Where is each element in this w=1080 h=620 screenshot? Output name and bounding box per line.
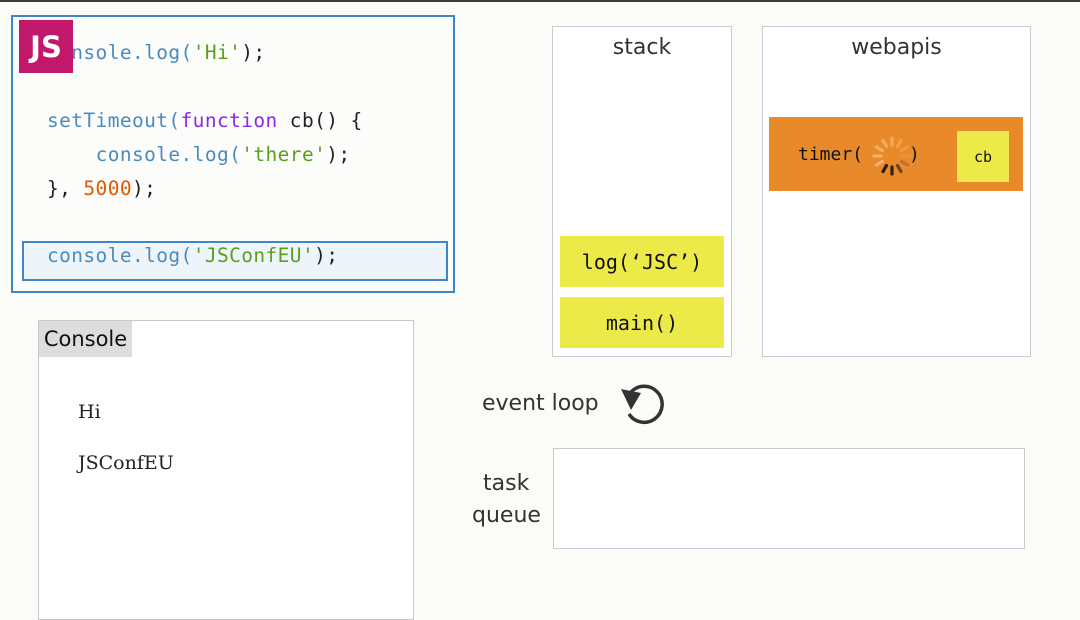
webapis-panel: webapis <box>762 26 1031 357</box>
js-logo: JS <box>19 20 73 73</box>
code-string: 'there' <box>241 143 327 166</box>
console-output-line: Hi <box>78 401 101 423</box>
code-token: ); <box>314 244 339 267</box>
stack-panel: stack log(‘JSC’) main() <box>552 26 732 357</box>
task-queue-label-1: task <box>483 471 530 496</box>
code-line-1: console.log('Hi'); <box>47 41 266 64</box>
code-line-5: console.log('JSConfEU'); <box>47 244 338 267</box>
current-line-highlight <box>22 241 448 281</box>
console-panel: Console Hi JSConfEU <box>38 320 414 620</box>
stack-frame: main() <box>560 297 724 348</box>
code-token: cb() { <box>277 109 363 132</box>
code-token: ); <box>131 177 157 200</box>
code-string: 'JSConfEU' <box>192 244 315 267</box>
code-line-3: console.log('there'); <box>47 143 351 166</box>
stack-frame: log(‘JSC’) <box>560 236 724 287</box>
code-string: 'Hi' <box>192 41 242 64</box>
code-token: console.log( <box>47 244 193 267</box>
spinner-icon <box>872 136 912 176</box>
callback-box: cb <box>957 131 1009 182</box>
code-token: }, <box>47 177 84 200</box>
code-token: .log( <box>131 41 193 64</box>
code-indent <box>47 143 96 166</box>
webapis-title: webapis <box>851 35 942 60</box>
code-token: setTimeout( <box>47 109 181 132</box>
code-panel: JS console.log('Hi'); setTimeout(functio… <box>11 15 455 293</box>
loop-arrow-icon <box>621 384 664 425</box>
timer-item: timer( ) cb <box>769 117 1023 191</box>
code-token: ); <box>326 143 351 166</box>
console-output-line: JSConfEU <box>78 452 174 474</box>
stack-title: stack <box>612 35 672 60</box>
code-line-2: setTimeout(function cb() { <box>47 109 363 132</box>
code-line-4: }, 5000); <box>47 177 156 200</box>
task-queue-panel <box>553 448 1025 549</box>
top-border <box>0 0 1080 2</box>
task-queue-label-2: queue <box>472 503 541 528</box>
code-token: console.log( <box>95 143 242 166</box>
code-keyword: function <box>180 109 278 132</box>
console-title: Console <box>39 321 132 357</box>
event-loop-label: event loop <box>482 391 599 416</box>
timer-close-paren: ) <box>909 144 920 165</box>
timer-label: timer( <box>798 144 864 165</box>
code-token: ); <box>241 41 266 64</box>
code-number: 5000 <box>83 177 132 200</box>
